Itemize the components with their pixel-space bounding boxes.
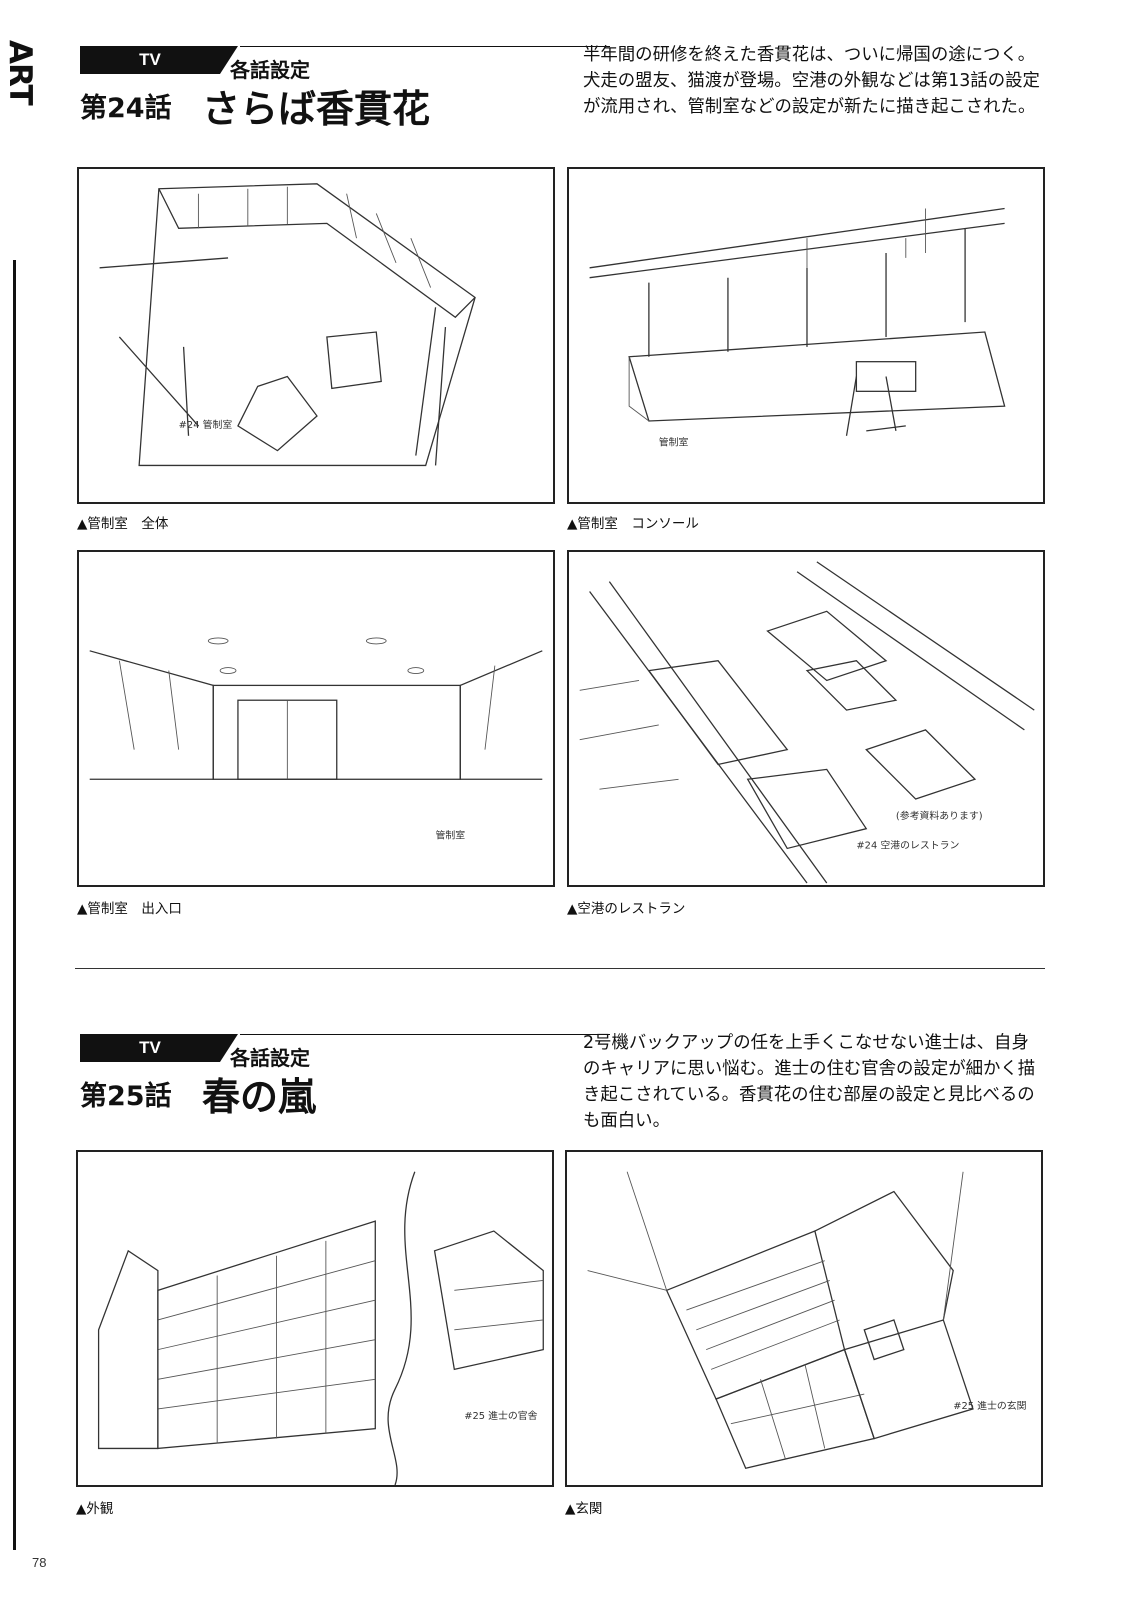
- caption-control-room-overall: ▲管制室 全体: [77, 516, 169, 532]
- page-number: 78: [32, 1555, 47, 1570]
- episode-25-intro: 2号機バックアップの任を上手くこなせない進士は、自身のキャリアに思い悩む。進士の…: [583, 1033, 1036, 1131]
- panel-control-room-entrance: 管制室: [77, 550, 555, 887]
- panel-4-note: #24 空港のレストラン: [856, 838, 959, 851]
- panel-1-note: #24 管制室: [179, 418, 233, 431]
- panel-genkan: #25 進士の玄関: [565, 1150, 1043, 1487]
- episode-header: TV 各話設定 第25話 春の嵐: [80, 1034, 610, 1119]
- sketch-airport-restaurant: (参考資料あります) #24 空港のレストラン: [579, 561, 1035, 884]
- panel-2-note: 管制室: [659, 436, 689, 449]
- sketch-genkan: #25 進士の玄関: [587, 1171, 1027, 1469]
- sketch-control-room-overall: #24 管制室: [99, 183, 476, 467]
- panel-5-note: #25 進士の官舎: [464, 1409, 537, 1422]
- panel-4-note-ref: (参考資料あります): [896, 809, 983, 822]
- episode-title: さらば香貫花: [202, 86, 431, 131]
- episode-subtitle: 各話設定: [230, 1046, 310, 1070]
- badge-slash: [220, 1034, 238, 1062]
- spine: ART SETTING: [0, 0, 38, 1600]
- panel-3-note: 管制室: [436, 829, 466, 842]
- episode-24-intro: 半年間の研修を終えた香貫花は、ついに帰国の途につく。犬走の盟友、猫渡が登場。空港…: [583, 45, 1040, 117]
- section-divider: [75, 968, 1045, 969]
- header-rule: [240, 1034, 610, 1035]
- caption-control-room-entrance: ▲管制室 出入口: [77, 901, 182, 917]
- panel-6-note: #25 進士の玄関: [953, 1399, 1026, 1412]
- caption-exterior: ▲外観: [76, 1501, 114, 1517]
- episode-subtitle: 各話設定: [230, 58, 310, 82]
- section-spine-label: ART SETTING: [0, 40, 38, 183]
- panel-exterior: #25 進士の官舎: [76, 1150, 554, 1487]
- episode-number: 第24話: [80, 93, 172, 124]
- episode-header: TV 各話設定 第24話 さらば香貫花: [80, 46, 610, 131]
- tv-badge: TV: [80, 1034, 220, 1062]
- header-rule: [240, 46, 610, 47]
- caption-control-room-console: ▲管制室 コンソール: [567, 516, 699, 532]
- episode-title: 春の嵐: [202, 1074, 317, 1119]
- sketch-exterior: #25 進士の官舎: [97, 1171, 544, 1485]
- sketch-control-room-console: 管制室: [589, 207, 1006, 449]
- caption-genkan: ▲玄関: [565, 1501, 603, 1517]
- tv-badge: TV: [80, 46, 220, 74]
- spine-rule: [13, 260, 16, 1550]
- panel-control-room-console: 管制室: [567, 167, 1045, 504]
- sketch-control-room-entrance: 管制室: [89, 637, 543, 842]
- episode-number: 第25話: [80, 1081, 172, 1112]
- panel-control-room-overall: #24 管制室: [77, 167, 555, 504]
- caption-airport-restaurant: ▲空港のレストラン: [567, 901, 686, 917]
- panel-airport-restaurant: (参考資料あります) #24 空港のレストラン: [567, 550, 1045, 887]
- badge-slash: [220, 46, 238, 74]
